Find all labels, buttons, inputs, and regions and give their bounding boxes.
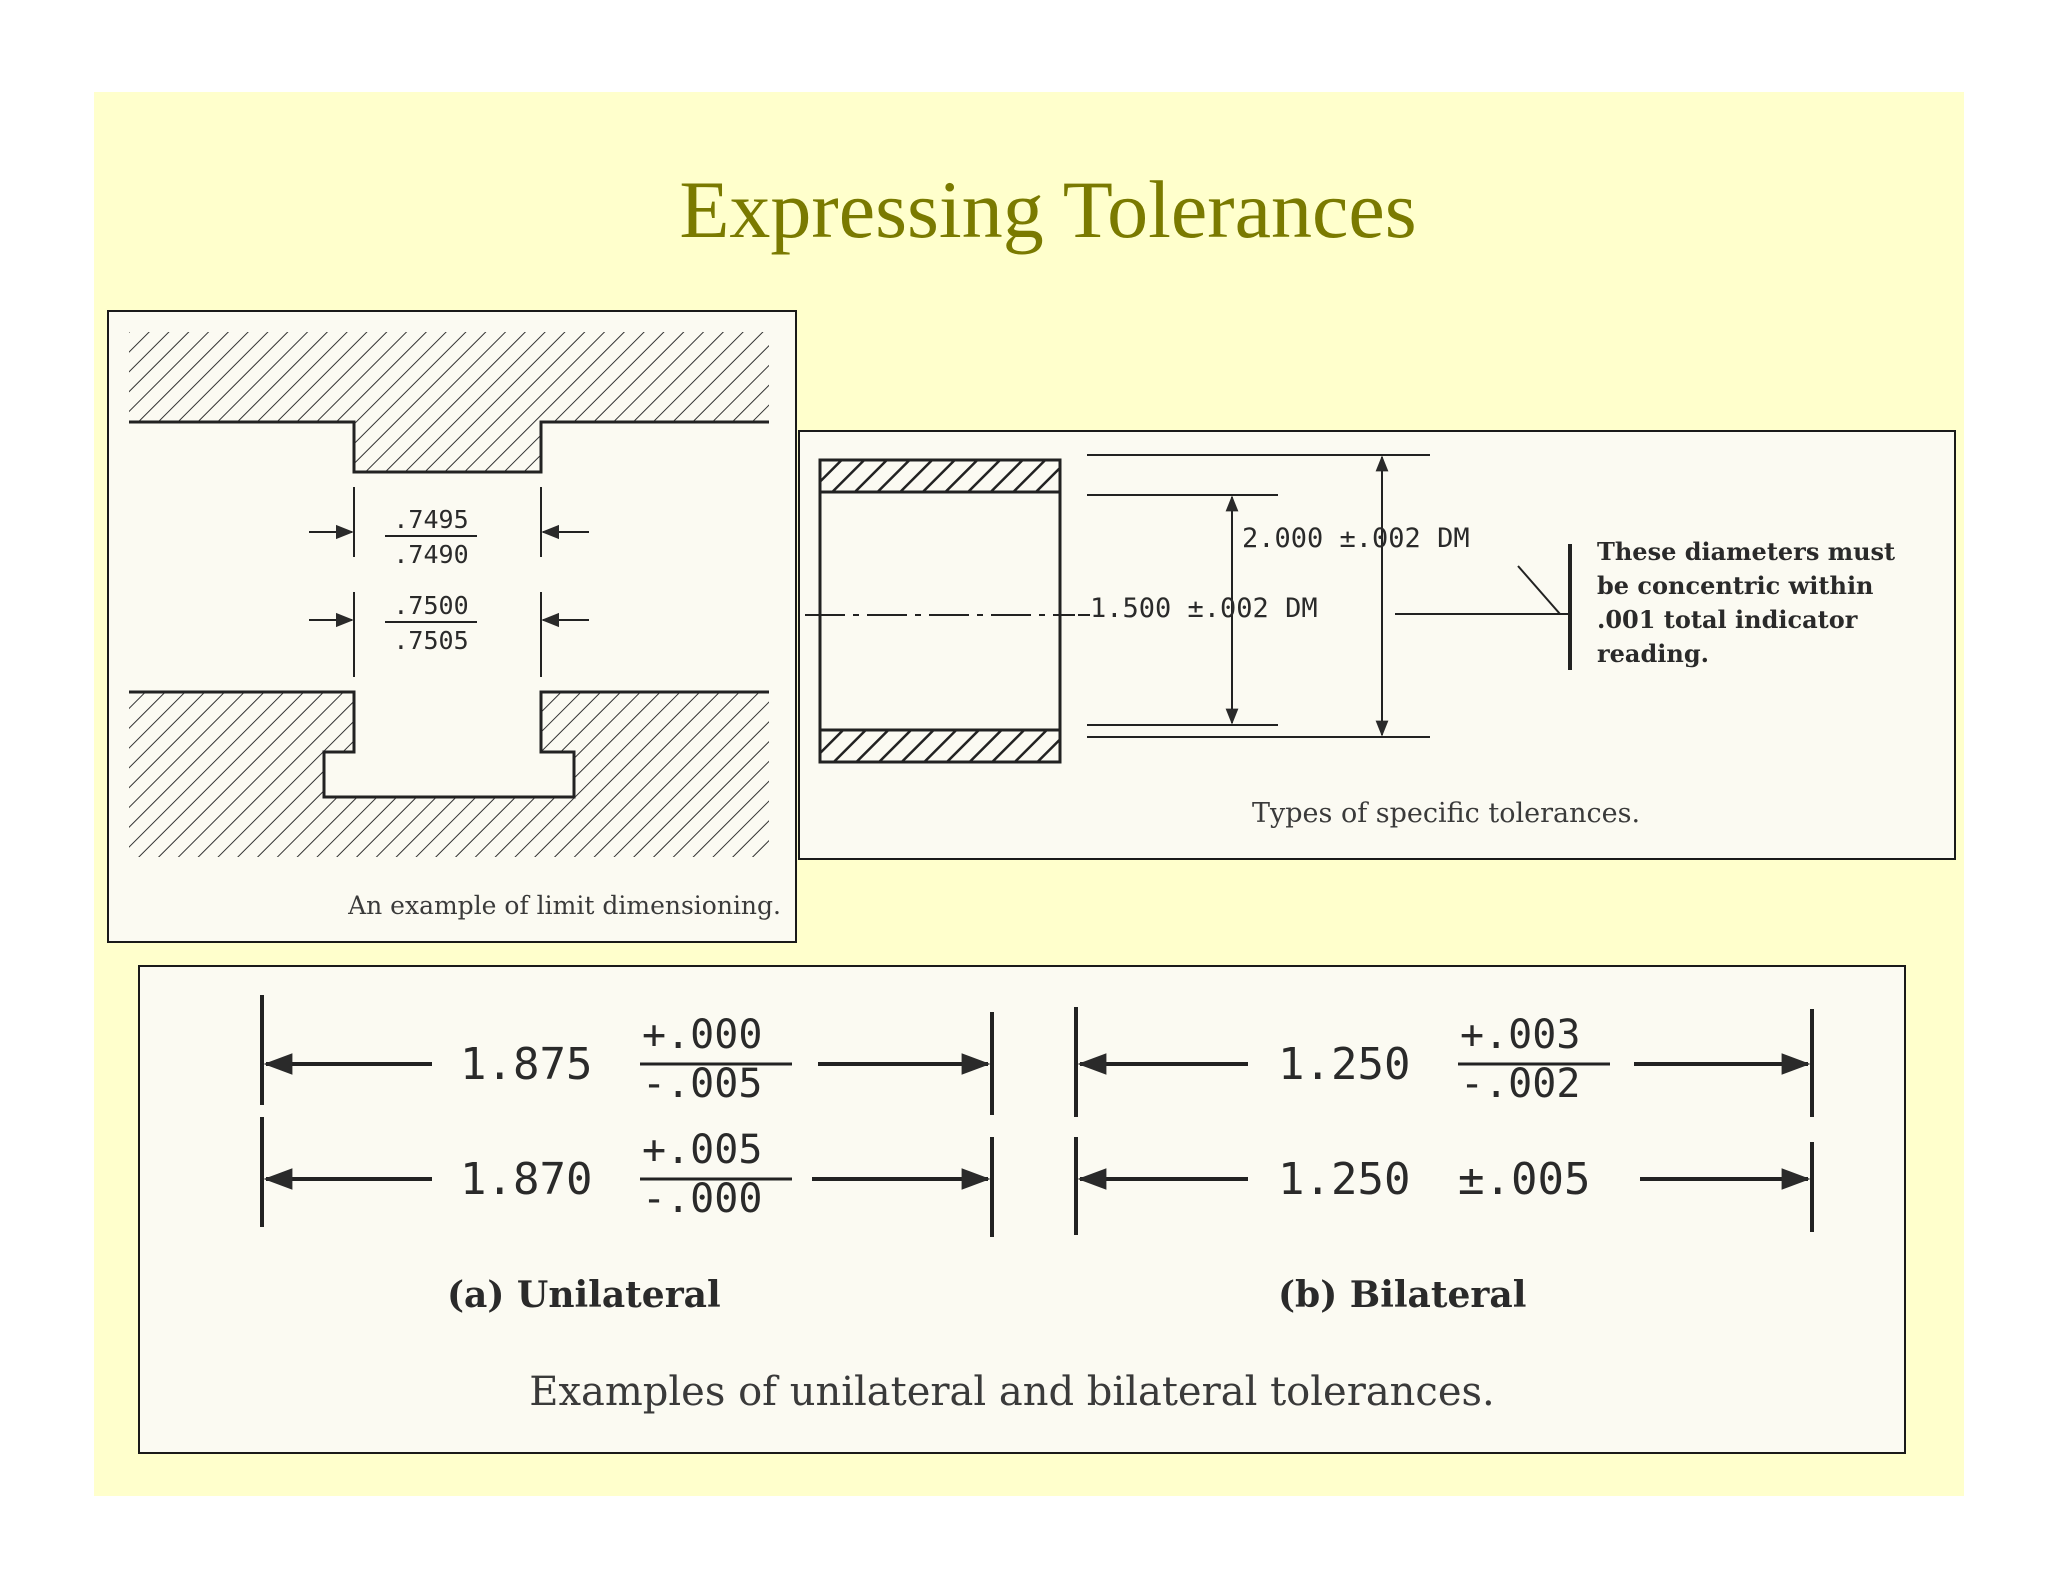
limit-figure-caption: An example of limit dimensioning.: [347, 891, 781, 920]
svg-text:These diameters must: These diameters must: [1597, 537, 1895, 566]
specific-tolerances-figure: 2.000 ±.002 DM 1.500 ±.002 DM These diam…: [798, 430, 1956, 860]
unilateral-extension-lines: [260, 995, 994, 1237]
dimension-arrows: [263, 1053, 1811, 1190]
upper-limit-high: .7495: [393, 505, 468, 534]
svg-text:reading.: reading.: [1597, 639, 1709, 668]
concentricity-note: These diameters must be concentric withi…: [1597, 537, 1895, 668]
unilateral-row2-plus: +.005: [642, 1127, 762, 1173]
unibi-figure-caption: Examples of unilateral and bilateral tol…: [529, 1369, 1495, 1415]
svg-text:.001 total indicator: .001 total indicator: [1597, 605, 1858, 634]
bilateral-row1-value: 1.250: [1278, 1039, 1410, 1090]
bilateral-label: (b) Bilateral: [1278, 1274, 1526, 1316]
limit-dimension-lines: [309, 487, 589, 677]
specific-figure-caption: Types of specific tolerances.: [1252, 798, 1640, 829]
limit-dimensioning-figure: .7495 .7490 .7500 .7505 An example of li…: [107, 310, 797, 943]
bilateral-row2-pm: ±.005: [1458, 1154, 1590, 1205]
outer-diameter-dim: 2.000 ±.002 DM: [1242, 523, 1470, 554]
unilateral-row2-minus: -.000: [642, 1176, 762, 1222]
lower-hatched-part: [129, 690, 769, 857]
slide-title: Expressing Tolerances: [679, 164, 1417, 255]
unilateral-row1-value: 1.875: [460, 1039, 592, 1090]
lower-limit-high: .7500: [393, 591, 468, 620]
lower-limit-low: .7505: [393, 626, 468, 655]
unilateral-row1-plus: +.000: [642, 1012, 762, 1058]
svg-text:be concentric within: be concentric within: [1597, 571, 1874, 600]
upper-hatched-part: [129, 332, 769, 474]
unilateral-row2-value: 1.870: [460, 1154, 592, 1205]
upper-limit-low: .7490: [393, 540, 468, 569]
diameter-dimension-lines: [1078, 454, 1568, 738]
unilateral-row1-minus: -.005: [642, 1061, 762, 1107]
fraction-bars: [640, 1062, 1610, 1181]
bilateral-row1-plus: +.003: [1460, 1012, 1580, 1058]
unilateral-bilateral-figure: 1.875 +.000 -.005 1.870 +.005 -.000 1.25…: [138, 965, 1906, 1454]
unilateral-label: (a) Unilateral: [447, 1274, 721, 1316]
bilateral-row2-value: 1.250: [1278, 1154, 1410, 1205]
sleeve-section: [805, 458, 1075, 764]
bilateral-row1-minus: -.002: [1460, 1061, 1580, 1107]
bilateral-extension-lines: [1074, 1007, 1814, 1235]
inner-diameter-dim: 1.500 ±.002 DM: [1090, 593, 1318, 624]
